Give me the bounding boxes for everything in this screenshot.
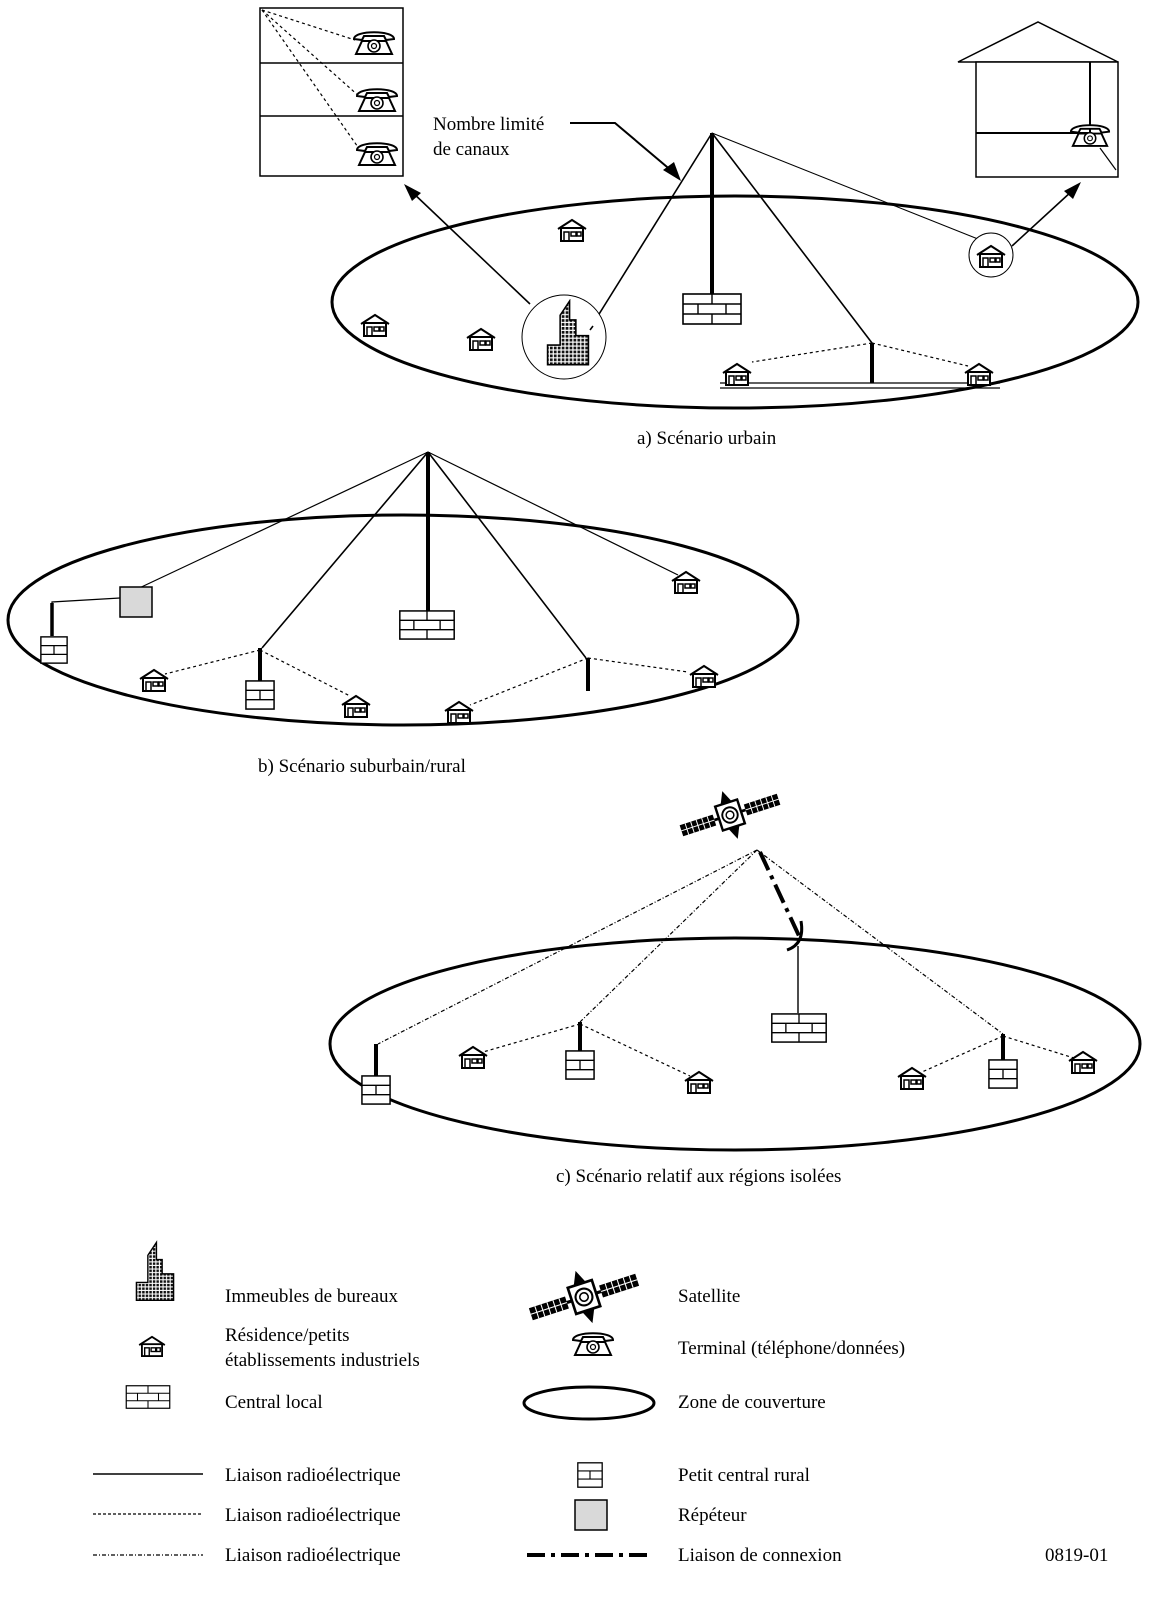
legend-connection-label: Liaison de connexion	[678, 1545, 842, 1566]
satellite-links	[377, 849, 1004, 1045]
legend: Immeubles de bureaux Résidence/petits ét…	[93, 1241, 905, 1566]
residence-icon	[722, 363, 752, 386]
caption-a: a) Scénario urbain	[637, 428, 777, 449]
legend-terminal-label: Terminal (téléphone/données)	[678, 1338, 905, 1359]
satellite-icon	[526, 1265, 642, 1329]
local-central-icon	[125, 1385, 171, 1409]
feeder-link	[758, 851, 802, 939]
rural-central-icon	[245, 680, 275, 710]
legend-radio-label-3: Liaison radioélectrique	[225, 1545, 401, 1566]
local-central-icon	[682, 293, 742, 325]
residence-icon	[341, 695, 371, 718]
rural-central-icon	[577, 1462, 603, 1488]
urban-scenario: Nombre limité de canaux	[259, 7, 1140, 449]
legend-repeater-label: Répéteur	[678, 1505, 747, 1526]
legend-radio-label-1: Liaison radioélectrique	[225, 1465, 401, 1486]
legend-residence-label-1: Résidence/petits	[225, 1325, 350, 1346]
residence-icon	[964, 363, 994, 386]
rural-central-icon	[565, 1050, 595, 1080]
radio-links	[585, 132, 1000, 389]
repeater-icon	[574, 1499, 608, 1531]
residence-icon	[689, 665, 719, 688]
suburban-scenario: b) Scénario suburbain/rural	[6, 451, 800, 777]
coverage-zone	[6, 513, 800, 727]
rural-central-icon	[361, 1075, 391, 1105]
office-building-icon	[135, 1241, 175, 1302]
legend-zone-label: Zone de couverture	[678, 1392, 826, 1413]
terminal-icon	[1069, 124, 1111, 147]
legend-office-label: Immeubles de bureaux	[225, 1286, 399, 1307]
annotation-line-2: de canaux	[433, 139, 510, 160]
legend-radio-label-2: Liaison radioélectrique	[225, 1505, 401, 1526]
figure-id: 0819-01	[1045, 1545, 1108, 1566]
radio-links	[50, 451, 689, 706]
local-central-icon	[399, 610, 455, 640]
residence-icon	[671, 571, 701, 594]
local-central-icon	[771, 1013, 827, 1043]
terminal-icon	[572, 1332, 614, 1356]
repeater-icon	[119, 586, 153, 618]
coverage-zone	[330, 194, 1140, 410]
residence-icon	[138, 1335, 166, 1357]
legend-residence-label-2: établissements industriels	[225, 1350, 420, 1371]
residence-icon	[458, 1046, 488, 1069]
terminal-icon	[356, 142, 398, 166]
residence-icon	[139, 669, 169, 692]
coverage-zone-icon	[522, 1385, 656, 1421]
legend-central-label: Central local	[225, 1392, 323, 1413]
legend-rural-label: Petit central rural	[678, 1465, 810, 1486]
radio-links	[374, 1022, 1075, 1077]
terminal-icon	[353, 31, 395, 55]
remote-scenario: c) Scénario relatif aux régions isolées	[328, 786, 1142, 1187]
annotation-line-1: Nombre limité	[433, 114, 544, 135]
satellite-icon	[677, 786, 783, 844]
rural-central-icon	[988, 1059, 1018, 1089]
house-inset	[957, 21, 1119, 178]
inset-arrows	[410, 190, 1073, 305]
residence-icon	[557, 219, 587, 242]
residence-icon	[897, 1067, 927, 1090]
office-floors-inset	[259, 7, 404, 177]
residence-icon	[1068, 1051, 1098, 1074]
terminal-icon	[356, 88, 398, 112]
coverage-zone	[328, 936, 1142, 1152]
rural-central-icon	[40, 636, 68, 664]
residence-icon	[444, 701, 474, 724]
residence-icon	[360, 314, 390, 337]
caption-b: b) Scénario suburbain/rural	[258, 756, 466, 777]
caption-c: c) Scénario relatif aux régions isolées	[556, 1166, 841, 1187]
residence-icon	[466, 328, 496, 351]
legend-satellite-label: Satellite	[678, 1286, 740, 1307]
limited-channels-annotation: Nombre limité de canaux	[433, 114, 681, 181]
